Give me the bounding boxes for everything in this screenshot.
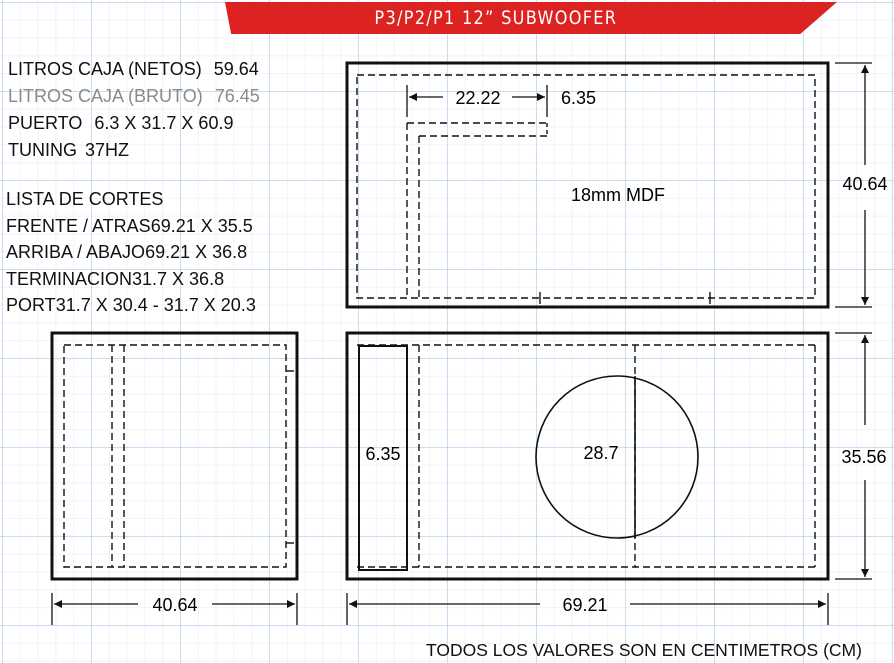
spec-gross-liters: LITROS CAJA (BRUTO)76.45 [8,86,260,106]
dim-side-arrow-right [287,600,295,608]
dim-side-arrow-left [54,600,62,608]
dim-front-arrow-left [349,600,357,608]
dim-arrow-right [537,93,545,101]
spec-net-liters: LITROS CAJA (NETOS)59.64 [8,59,259,79]
cut-item-front-back: FRENTE / ATRAS69.21 X 35.5 [6,215,253,236]
dim-arrow-left [409,93,417,101]
side-view-inner-wall [63,344,287,568]
cut-list-heading: LISTA DE CORTES [6,189,164,209]
title-banner: P3/P2/P1 12” SUBWOOFER [225,2,837,34]
top-view: 22.22 6.35 18mm MDF 40.64 [345,61,888,309]
top-depth-label: 40.64 [842,174,887,194]
dim-height-arrow-down [861,569,869,577]
box-specs: LITROS CAJA (NETOS)59.64 LITROS CAJA (BR… [8,56,260,164]
side-view-outline [50,331,299,581]
cut-item-top-bottom: ARRIBA / ABAJO69.21 X 36.8 [6,242,248,262]
front-port-width-label: 6.35 [365,444,400,464]
cut-item-termination: TERMINACION31.7 X 36.8 [6,268,225,289]
front-view: 6.35 28.7 35.56 69.21 [345,331,887,625]
top-view-outline [345,61,830,309]
dim-front-arrow-right [818,600,826,608]
front-height-label: 35.56 [841,447,886,467]
dim-arrow-up [861,65,869,73]
cut-item-port: PORT31.7 X 30.4 - 31.7 X 20.3 [6,295,256,315]
port-opening [358,345,408,571]
page-title: P3/P2/P1 12” SUBWOOFER [374,7,618,29]
top-port-width-label: 6.35 [561,88,596,108]
dim-arrow-down [861,297,869,305]
side-view: 40.64 [50,331,299,625]
material-label: 18mm MDF [571,185,665,205]
top-port-length-label: 22.22 [455,88,500,108]
cutout-diameter-label: 28.7 [583,443,618,463]
units-note: TODOS LOS VALORES SON EN CENTIMETROS (CM… [426,640,862,660]
side-width-label: 40.64 [152,595,197,615]
cut-list: LISTA DE CORTES FRENTE / ATRAS69.21 X 35… [6,186,256,319]
front-view-outline [345,331,830,581]
front-width-label: 69.21 [562,595,607,615]
subwoofer-cutout [535,375,699,539]
dim-height-arrow-up [861,335,869,343]
